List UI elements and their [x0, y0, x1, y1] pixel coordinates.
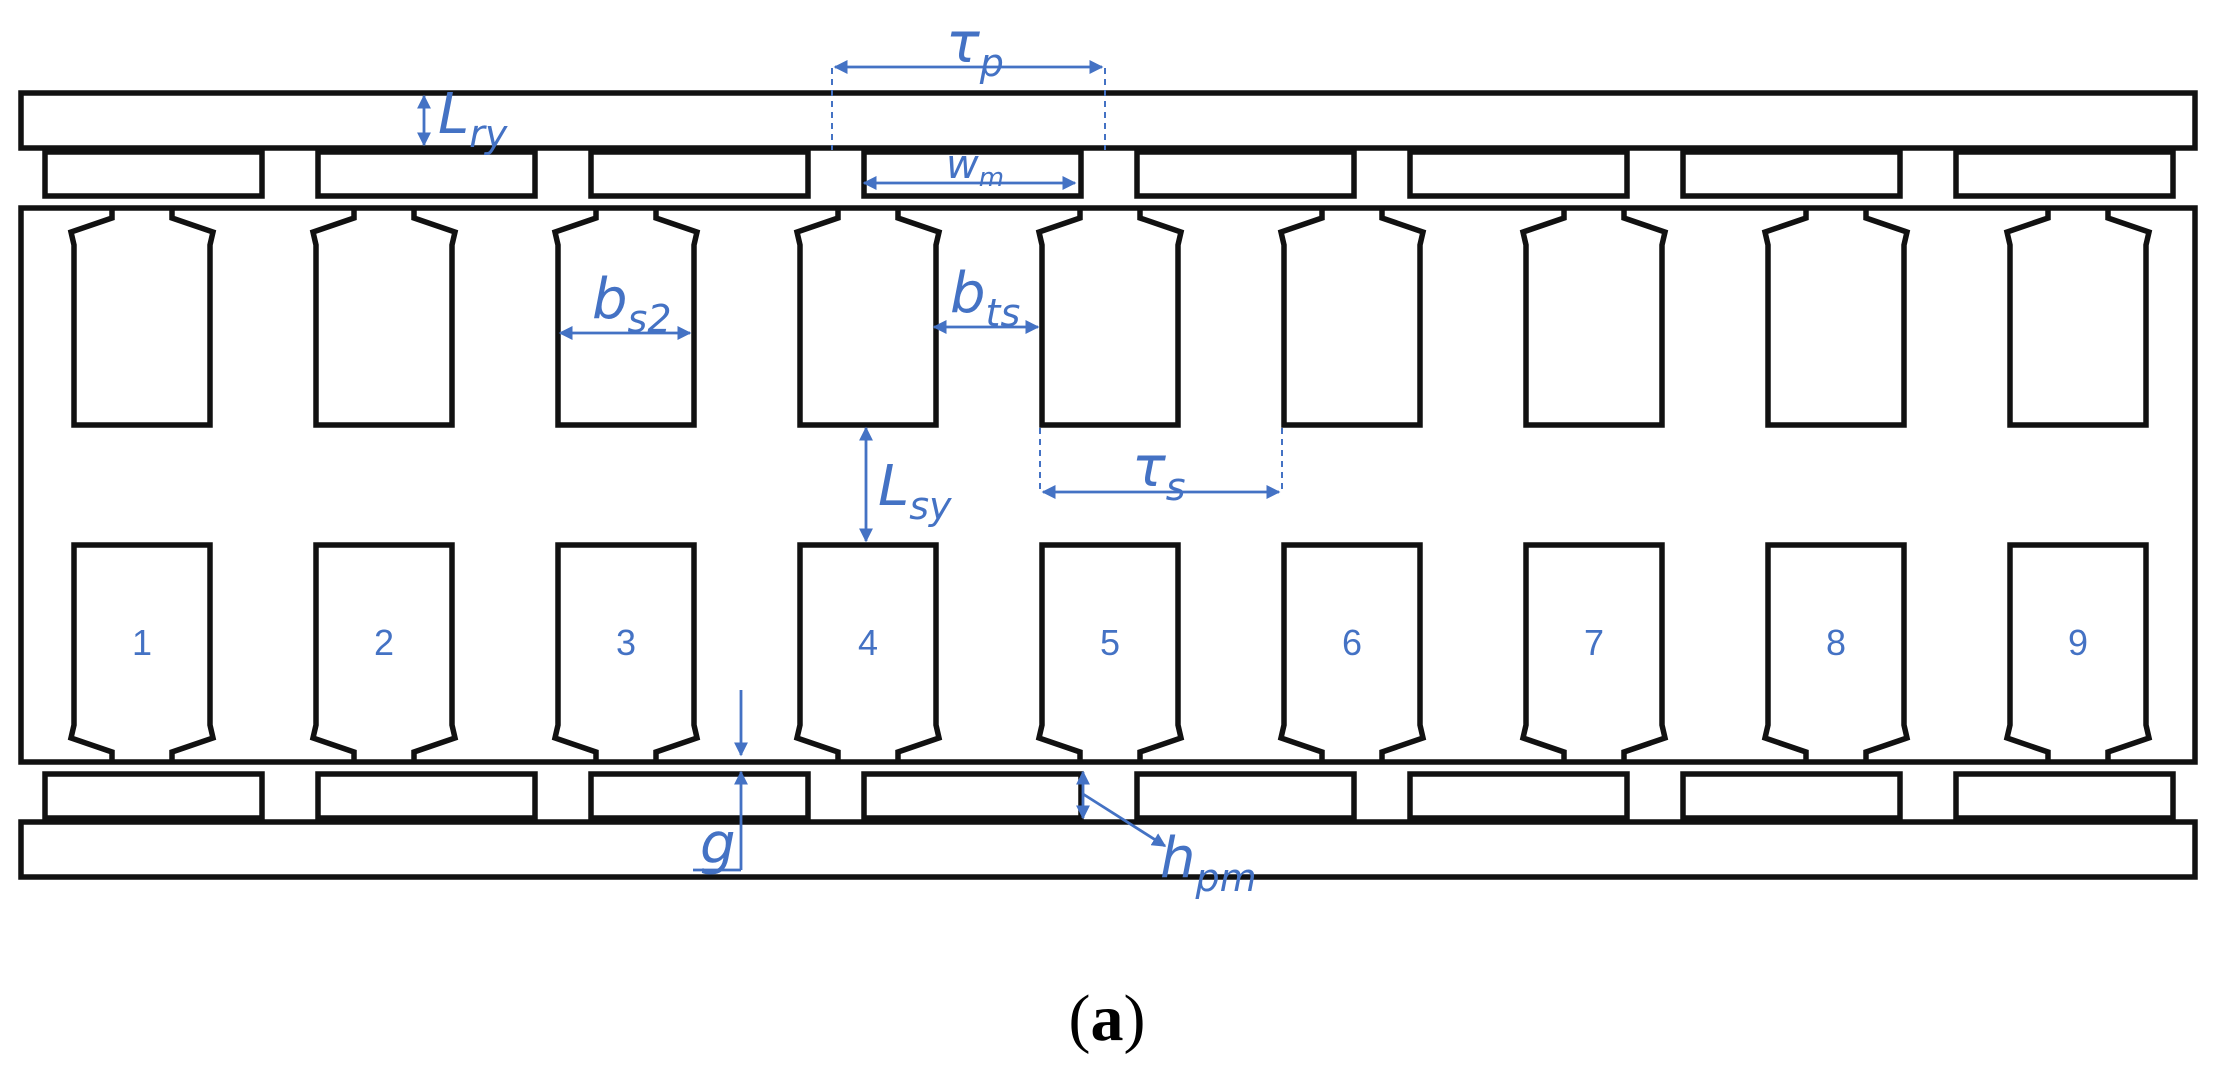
lower-slot: [1277, 542, 1427, 762]
dimension-l-ry: Lry: [417, 82, 508, 156]
upper-magnet: [1680, 149, 1903, 199]
dimension-h-pm: hpm: [1076, 770, 1257, 900]
lower-slot: [67, 542, 217, 762]
upper-slot: [2003, 208, 2153, 428]
upper-rotor-yoke: [18, 90, 2198, 151]
dimension-w-m: wm: [862, 142, 1077, 193]
upper-slot: [309, 208, 459, 428]
slot-number: 9: [2068, 622, 2088, 663]
lower-magnet: [588, 771, 811, 821]
slot-number: 2: [374, 622, 394, 663]
stator-body: [18, 205, 2198, 765]
lower-slot: [309, 542, 459, 762]
dimension-tau-p: τp: [831, 11, 1106, 150]
upper-magnet: [861, 149, 1084, 199]
dimension-tau-s: τs: [1039, 428, 1283, 509]
lower-rotor-yoke: [18, 819, 2198, 880]
upper-magnet: [588, 149, 811, 199]
b-s2-label: bs2: [592, 267, 672, 341]
upper-slot: [1761, 208, 1911, 428]
slot-number: 6: [1342, 622, 1362, 663]
upper-slot: [1519, 208, 1669, 428]
dimension-g: g: [693, 690, 748, 877]
slot-number-labels: 1 2 3 4 5 6 7 8 9: [132, 622, 2088, 663]
figure-caption: (a): [1069, 982, 1146, 1055]
upper-slot: [793, 208, 943, 428]
slot-number: 8: [1826, 622, 1846, 663]
upper-slot: [551, 208, 701, 428]
tau-p-label: τp: [946, 11, 1004, 85]
l-ry-label: Lry: [438, 82, 508, 156]
lower-magnet: [42, 771, 265, 821]
slot-number: 5: [1100, 622, 1120, 663]
upper-magnet: [1953, 149, 2176, 199]
lower-slot: [1035, 542, 1185, 762]
slot-number: 4: [858, 622, 878, 663]
lower-slot: [1519, 542, 1669, 762]
lower-slot: [551, 542, 701, 762]
upper-magnet: [1134, 149, 1357, 199]
w-m-label: wm: [946, 142, 1004, 193]
lower-magnet: [1407, 771, 1630, 821]
slot-number: 1: [132, 622, 152, 663]
upper-magnet: [42, 149, 265, 199]
lower-slot: [2003, 542, 2153, 762]
lower-magnet: [1134, 771, 1357, 821]
lower-slot-row: [67, 542, 2153, 762]
lower-slot: [793, 542, 943, 762]
lower-magnet-row: [42, 771, 2176, 821]
lower-slot: [1761, 542, 1911, 762]
dimension-l-sy: Lsy: [859, 426, 952, 543]
b-ts-label: bts: [950, 261, 1020, 335]
upper-slot: [1035, 208, 1185, 428]
g-label: g: [700, 812, 736, 877]
l-sy-label: Lsy: [878, 454, 952, 528]
lower-magnet: [315, 771, 538, 821]
lower-magnet: [1680, 771, 1903, 821]
upper-magnet: [1407, 149, 1630, 199]
h-pm-label: hpm: [1160, 826, 1257, 900]
tau-s-label: τs: [1132, 435, 1186, 509]
lower-magnet: [1953, 771, 2176, 821]
dimension-b-s2: bs2: [558, 267, 692, 341]
lower-magnet: [861, 771, 1084, 821]
upper-slot: [1277, 208, 1427, 428]
dimension-b-ts: bts: [932, 261, 1040, 335]
upper-magnet: [315, 149, 538, 199]
slot-number: 7: [1584, 622, 1604, 663]
upper-magnet-row: [42, 149, 2176, 199]
upper-slot-row: [67, 208, 2153, 428]
slot-number: 3: [616, 622, 636, 663]
upper-slot: [67, 208, 217, 428]
